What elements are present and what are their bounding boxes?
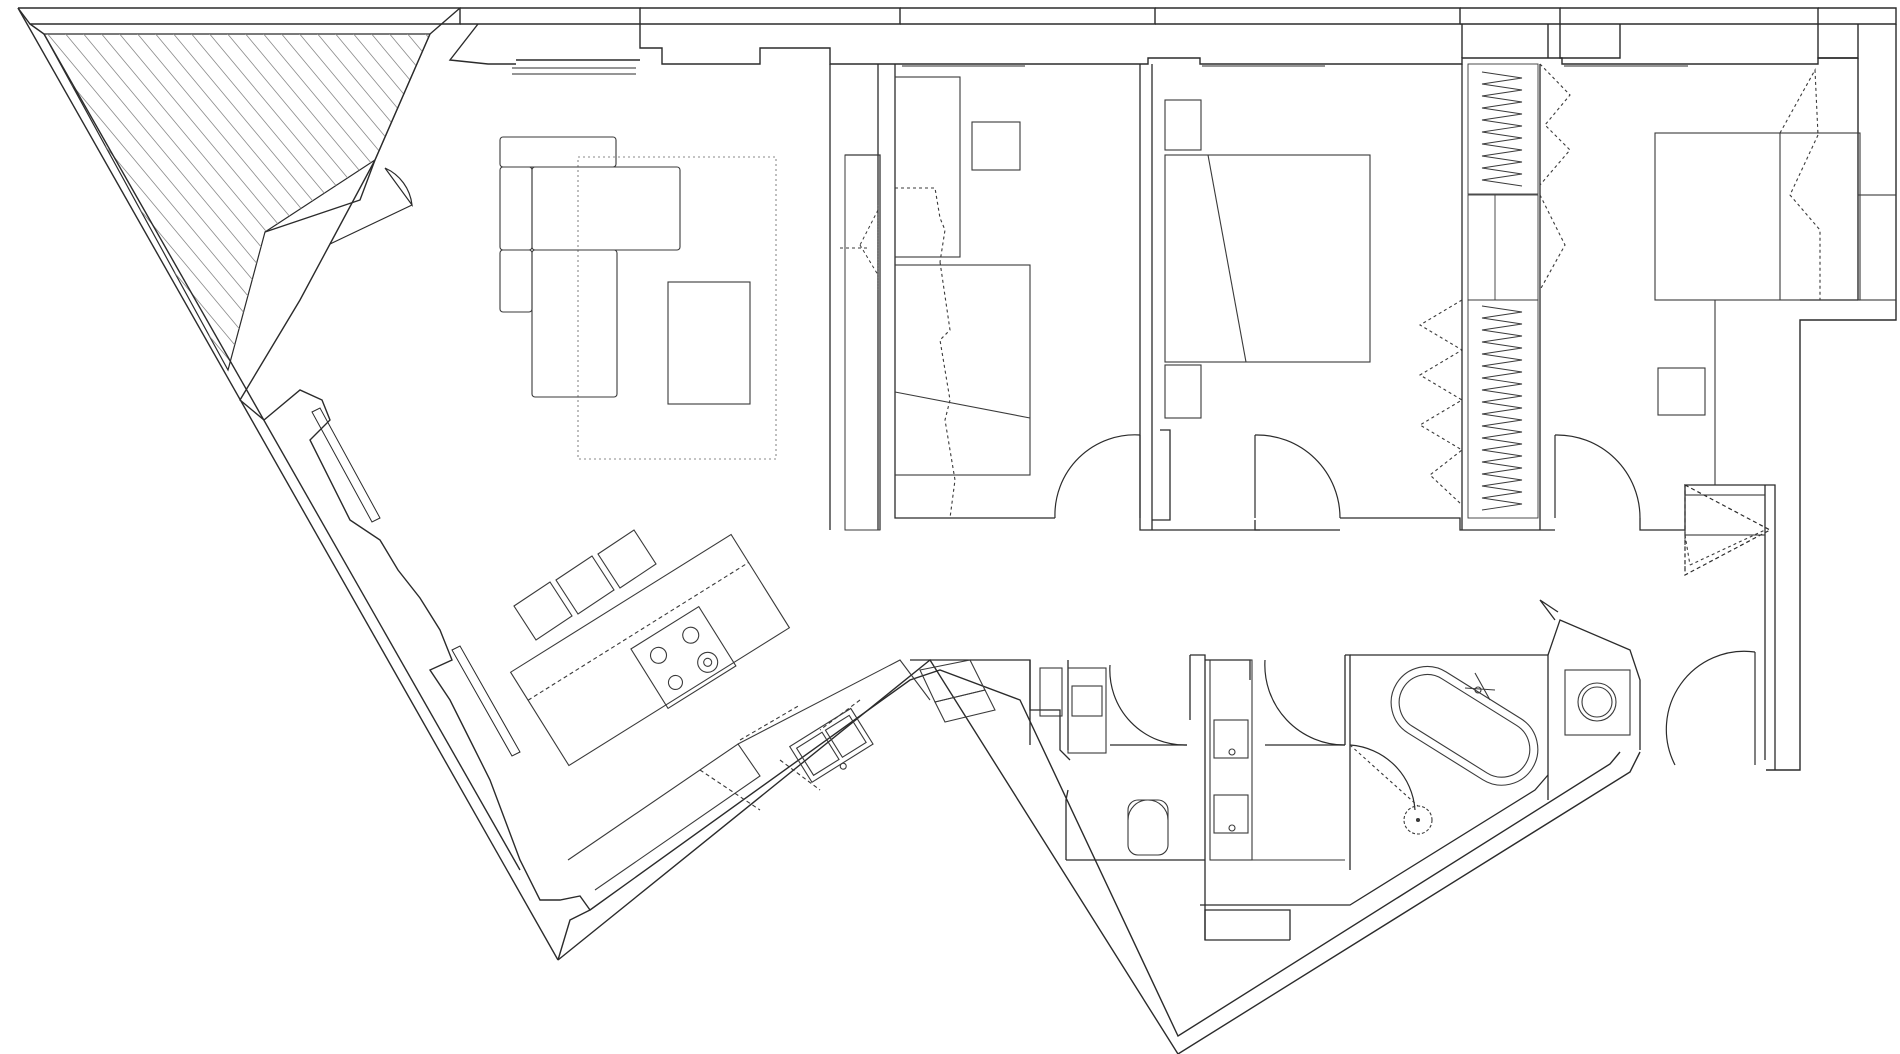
hatch-line [197, 34, 430, 370]
hatch-line [612, 20, 912, 380]
hatch-line [287, 34, 430, 370]
interior-walls [829, 64, 1858, 941]
wc-fixtures [1039, 667, 1169, 856]
bedroom-1-furniture [894, 76, 1031, 519]
wardrobe-3 [1857, 194, 1897, 301]
hatch-line [305, 34, 430, 370]
rug [577, 156, 777, 460]
hatch-line [594, 20, 894, 380]
bedroom-1-door [1054, 434, 1141, 519]
living-room-furniture [499, 136, 777, 460]
wardrobe [1467, 63, 1539, 519]
windows [311, 65, 1688, 757]
bathroom-door [1264, 659, 1346, 746]
hatch-line [323, 34, 430, 370]
hatch-line [44, 34, 247, 370]
hatch-line [44, 34, 193, 370]
hatch-line [107, 34, 409, 370]
hatch-line [44, 34, 49, 370]
wc-basin-counter [1067, 667, 1107, 754]
bedroom-3-door [1554, 434, 1641, 519]
terrace [0, 20, 930, 380]
kitchen-furniture [509, 529, 996, 891]
bar-stools [513, 529, 657, 641]
hanging-rail [1481, 305, 1523, 511]
terrace-hatching [0, 20, 930, 380]
bathroom-fixtures [1209, 659, 1539, 861]
utility-door [1665, 650, 1756, 766]
hatch-line [44, 34, 211, 370]
hatch-line [630, 20, 930, 380]
hatch-line [44, 34, 103, 370]
bath-faucet [1464, 672, 1496, 701]
desk [894, 76, 961, 258]
sectional-sofa [499, 136, 681, 398]
desk-3 [1657, 367, 1706, 416]
hatch-line [44, 34, 229, 370]
hatch-line [161, 34, 430, 370]
hatch-line [0, 20, 12, 380]
hatch-line [44, 34, 301, 370]
hatch-line [44, 34, 265, 370]
hanging-rail [1481, 71, 1523, 187]
cooktop [630, 605, 737, 710]
wc-door [1109, 664, 1188, 746]
terrace-door [384, 167, 413, 208]
hatch-line [125, 34, 427, 370]
bedroom-3-furniture [1654, 68, 1897, 570]
kitchen-sink [788, 707, 874, 783]
hatch-line [44, 34, 175, 370]
desk-chair [971, 121, 1021, 171]
doors [329, 167, 1772, 811]
single-bed [894, 264, 1031, 476]
hatch-line [179, 34, 430, 370]
hatch-line [71, 34, 373, 370]
hatch-line [44, 34, 121, 370]
washing-machine [1564, 669, 1631, 736]
exterior-walls [17, 7, 1897, 1054]
hatch-line [44, 34, 85, 370]
hatch-line [215, 34, 430, 370]
double-bed-3 [1654, 132, 1861, 301]
hatch-line [251, 34, 430, 370]
hatch-line [143, 34, 430, 370]
utility-fixtures [1564, 494, 1766, 736]
nightstand-1 [1164, 99, 1202, 151]
nightstand-2 [1164, 364, 1202, 419]
hatch-line [44, 34, 319, 370]
double-vanity [1209, 659, 1253, 861]
toilet [1127, 799, 1169, 856]
hatch-line [44, 34, 157, 370]
hatch-line [233, 34, 430, 370]
hatch-line [341, 34, 430, 370]
shower-door [1349, 744, 1416, 811]
bedroom-2-door [1254, 434, 1341, 519]
hatch-line [0, 20, 30, 380]
coffee-table [667, 281, 751, 405]
double-bed [1164, 154, 1371, 363]
kitchen-island [509, 533, 791, 767]
bathtub [1390, 665, 1539, 786]
closet-hall [840, 154, 881, 531]
wc-basin [1071, 685, 1103, 717]
bedroom-2-furniture [1164, 63, 1571, 506]
hatch-line [44, 34, 337, 370]
